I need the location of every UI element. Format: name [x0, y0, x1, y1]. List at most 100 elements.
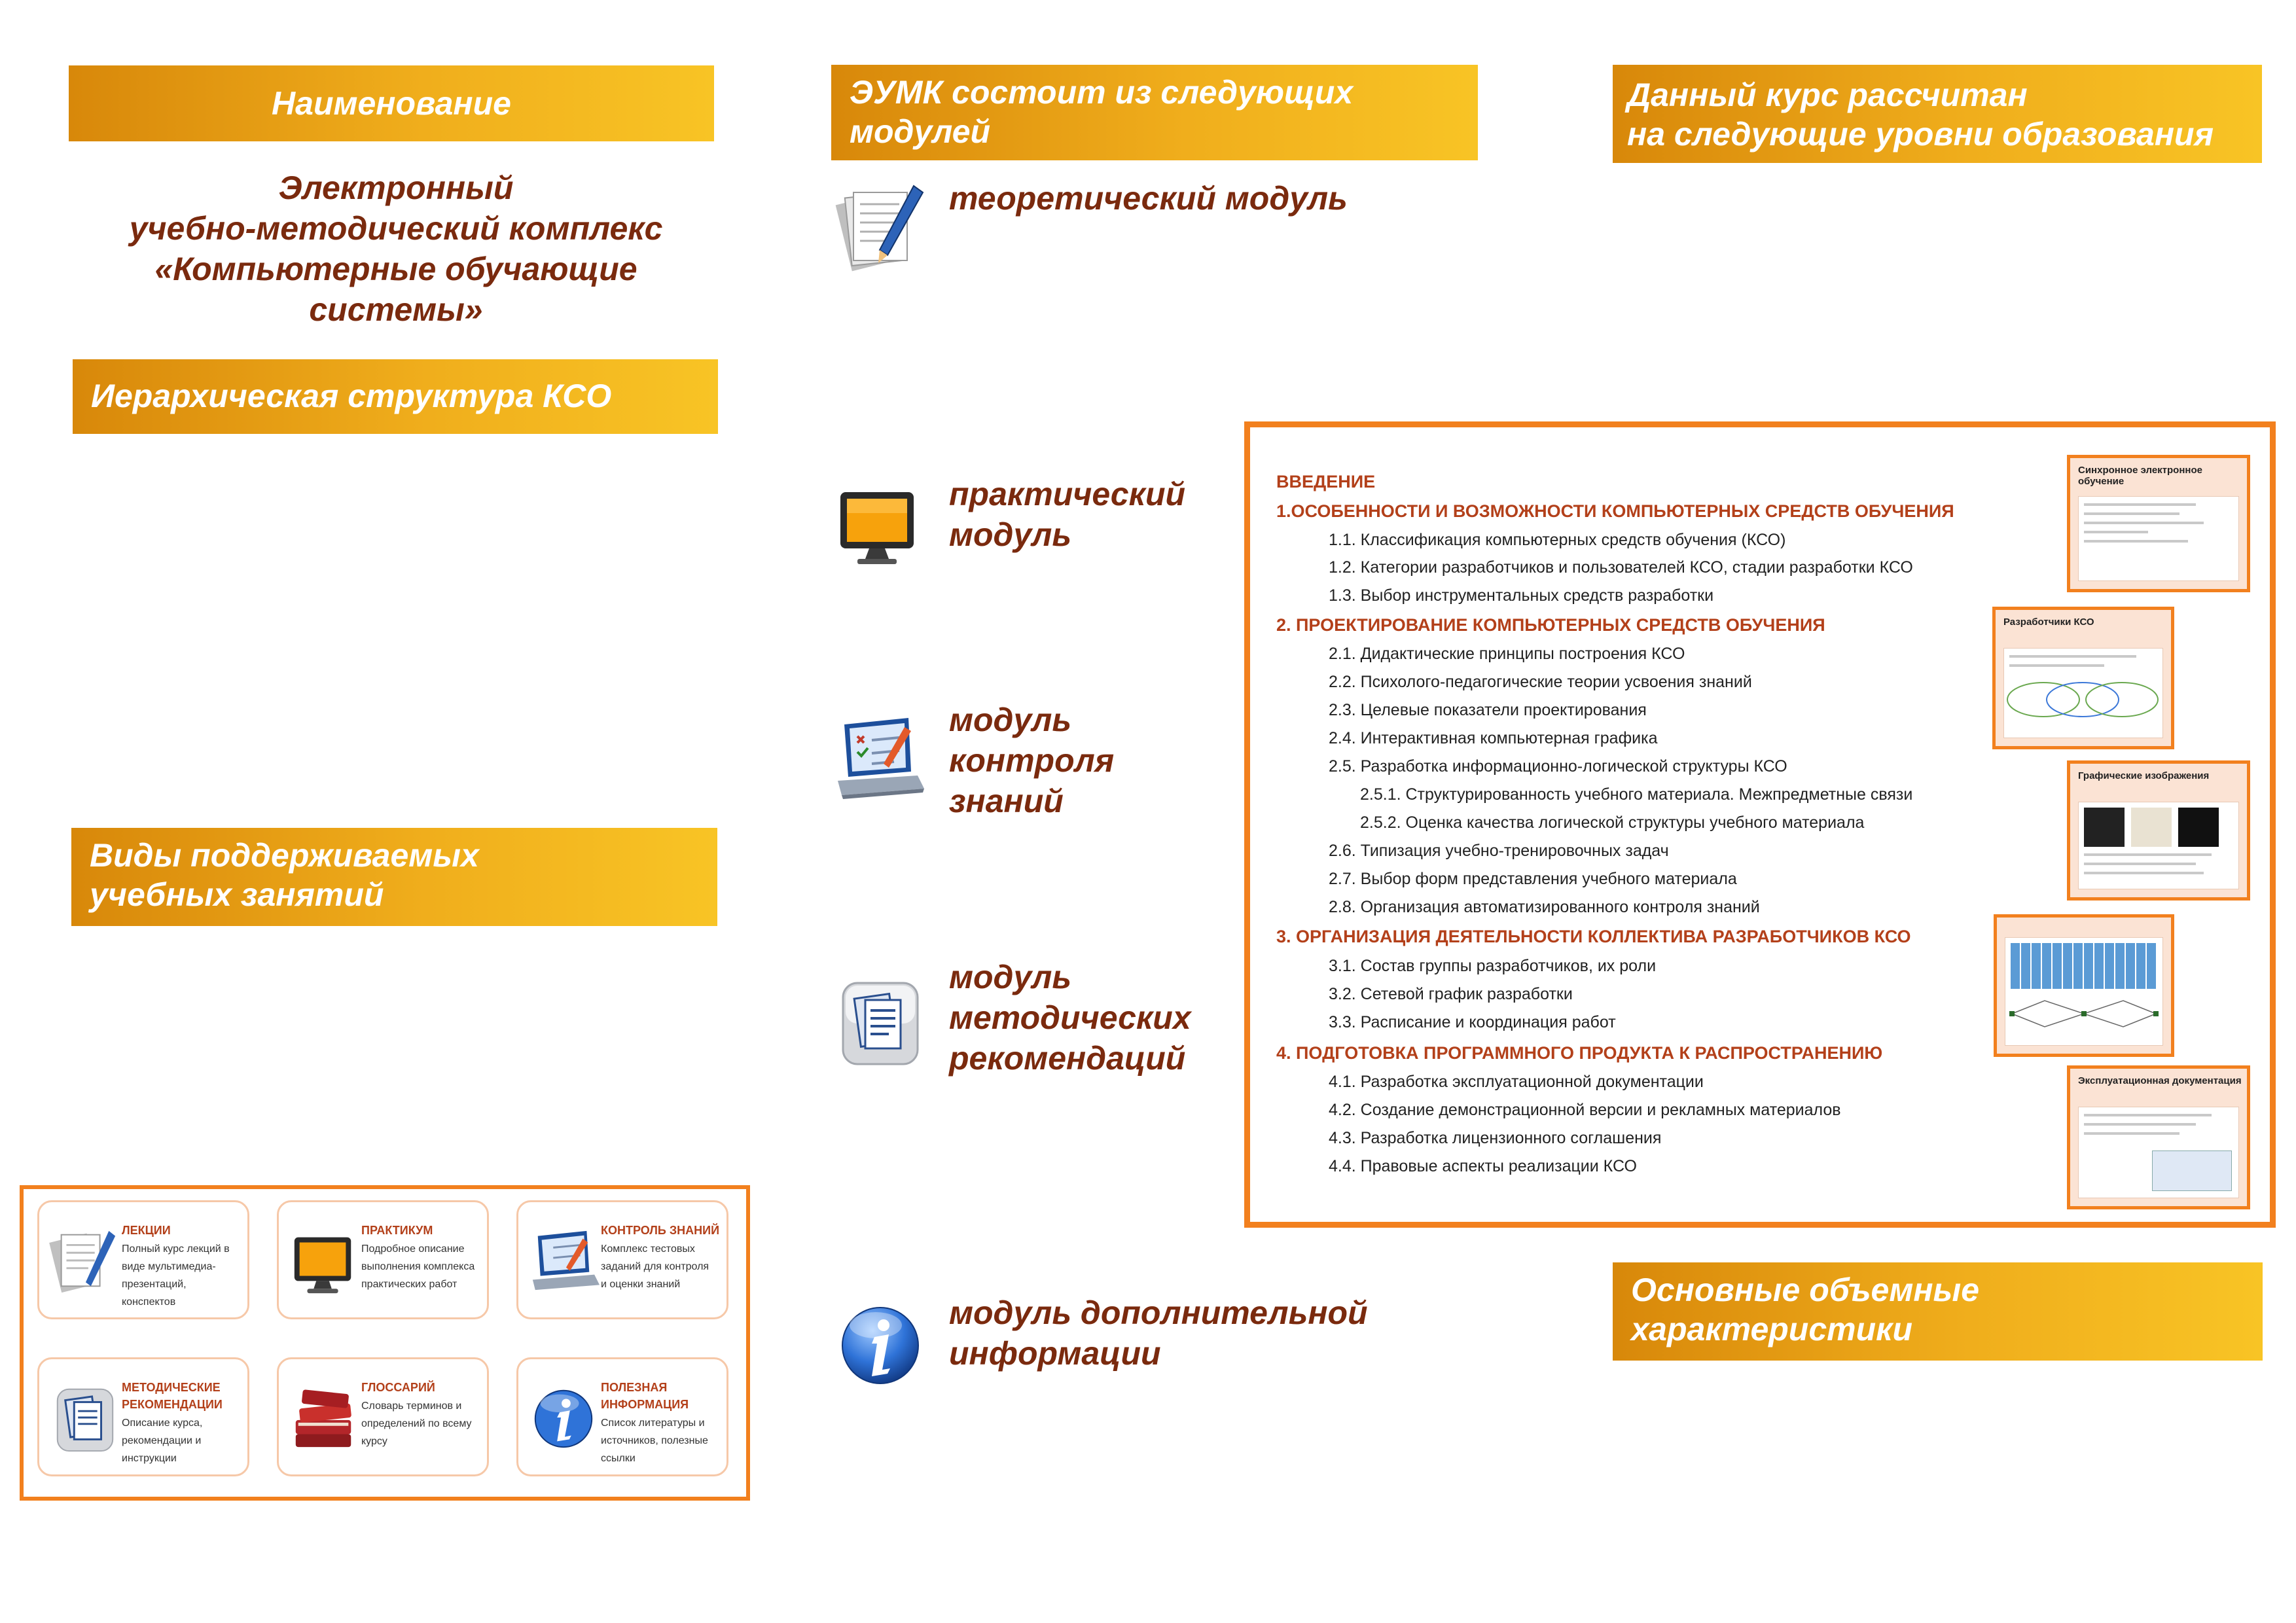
toc-item[interactable]: 2.5.1. Структурированность учебного мате… [1360, 785, 1913, 804]
laptop-test-icon [838, 718, 924, 799]
tile-description: Комплекс тестовых заданий для контроля и о… [601, 1240, 721, 1293]
tile-title: ГЛОССАРИЙ [361, 1379, 482, 1396]
thumb-slide: Разработчики КСО [1992, 607, 2174, 749]
module-label-line: практический [949, 476, 1186, 512]
module-methodical: модуль методических рекомендаций [831, 957, 1191, 1079]
header-name-text: Наименование [272, 85, 511, 122]
tile-description-line: источников, полезные [601, 1435, 708, 1446]
thumb-content [2005, 937, 2163, 1046]
toc-panel: ВВЕДЕНИЕ 1.ОСОБЕННОСТИ И ВОЗМОЖНОСТИ КОМП… [1244, 421, 2276, 1228]
toc-item[interactable]: 4.3. Разработка лицензионного соглашения [1329, 1129, 1662, 1147]
tile-description-line: и оценки знаний [601, 1279, 681, 1290]
tile-title-line: КОНТРОЛЬ ЗНАНИЙ [601, 1224, 720, 1237]
tile-description-line: Комплекс тестовых [601, 1243, 695, 1255]
thumb-title: Разработчики КСО [2003, 616, 2094, 628]
network-graph [2009, 1000, 2159, 1027]
module-label: практический модуль [949, 474, 1185, 555]
info-icon [534, 1389, 593, 1448]
module-label: теоретический модуль [949, 178, 1348, 219]
toc-item[interactable]: 1.3. Выбор инструментальных средств разр… [1329, 586, 1714, 605]
tile-description-line: заданий для контроля [601, 1261, 709, 1272]
tile-title-line: ГЛОССАРИЙ [361, 1381, 435, 1394]
module-label-line: контроля [949, 742, 1115, 779]
thumb-slide [1994, 914, 2174, 1057]
module-label-line: рекомендаций [949, 1040, 1186, 1077]
toc-item[interactable]: 4.2. Создание демонстрационной версии и … [1329, 1101, 1841, 1119]
tile-description-line: ссылки [601, 1453, 636, 1464]
header-lesson-types: Виды поддерживаемых учебных занятий [71, 828, 717, 926]
course-title-line: Электронный [278, 169, 514, 206]
header-modules-line-1: ЭУМК состоит из следующих [850, 74, 1354, 111]
toc-item[interactable]: 2.5. Разработка информационно-логической… [1329, 757, 1787, 776]
toc-item[interactable]: 3.3. Расписание и координация работ [1329, 1013, 1616, 1031]
course-title-line: учебно-методический комплекс [129, 210, 663, 247]
toc-item[interactable]: 2.2. Психолого-педагогические теории усв… [1329, 673, 1752, 691]
tile-title-line: ПРАКТИКУМ [361, 1224, 433, 1237]
thumb-content [2078, 496, 2239, 581]
toc-item[interactable]: 4.1. Разработка эксплуатационной докумен… [1329, 1073, 1704, 1091]
toc-item[interactable]: 2.3. Целевые показатели проектирования [1329, 701, 1647, 719]
header-modules-line-2: модулей [850, 113, 991, 150]
tile-description-line: выполнения комплекса [361, 1261, 475, 1272]
monitor-icon [840, 492, 914, 564]
tile-description-line: Подробное описание [361, 1243, 465, 1255]
course-title: Электронный учебно-методический комплекс… [85, 168, 707, 330]
module-label-line: модуль [949, 516, 1072, 553]
toc-section[interactable]: ВВЕДЕНИЕ [1276, 472, 1376, 491]
course-title-line: системы» [309, 291, 483, 328]
toc-item[interactable]: 2.5.2. Оценка качества логической структ… [1360, 813, 1865, 832]
toc-item[interactable]: 2.1. Дидактические принципы построения К… [1329, 645, 1685, 663]
header-volume-line-1: Основные объемные [1631, 1272, 1980, 1308]
header-hierarchy: Иерархическая структура КСО [73, 359, 718, 434]
toc-item[interactable]: 1.2. Категории разработчиков и пользоват… [1329, 558, 1913, 577]
module-label-line: модуль [949, 702, 1072, 738]
header-volume-line-2: характеристики [1631, 1311, 1913, 1347]
toc-item[interactable]: 2.4. Интерактивная компьютерная графика [1329, 729, 1658, 747]
header-modules: ЭУМК состоит из следующих модулей [831, 65, 1478, 160]
toc-item[interactable]: 2.6. Типизация учебно-тренировочных зада… [1329, 842, 1669, 860]
tile-description-line: Список литературы и [601, 1418, 705, 1429]
toc-section[interactable]: 2. ПРОЕКТИРОВАНИЕ КОМПЬЮТЕРНЫХ СРЕДСТВ О… [1276, 615, 1825, 635]
thumb-content [2078, 802, 2239, 889]
tile-description-line: презентаций, [122, 1279, 187, 1290]
lesson-tile[interactable]: ПРАКТИКУМ Подробное описание выполнения ко… [277, 1200, 489, 1319]
thumb-content [2078, 1107, 2239, 1198]
header-levels-line-1: Данный курс рассчитан [1627, 77, 2028, 113]
laptop-test-icon [532, 1230, 600, 1291]
toc-item[interactable]: 3.2. Сетевой график разработки [1329, 985, 1573, 1003]
toc-section[interactable]: 4. ПОДГОТОВКА ПРОГРАММНОГО ПРОДУКТА К РА… [1276, 1043, 1883, 1063]
toc-section[interactable]: 3. ОРГАНИЗАЦИЯ ДЕЯТЕЛЬНОСТИ КОЛЛЕКТИВА Р… [1276, 927, 1911, 946]
tile-description-line: инструкции [122, 1453, 177, 1464]
header-hierarchy-text: Иерархическая структура КСО [91, 378, 612, 414]
lesson-tile[interactable]: КОНТРОЛЬ ЗНАНИЙ Комплекс тестовых заданий … [516, 1200, 728, 1319]
module-theoretical: теоретический модуль [831, 178, 1348, 276]
module-additional-info: модуль дополнительной информации [831, 1293, 1368, 1395]
header-levels-line-2: на следующие уровни образования [1627, 116, 2214, 152]
tile-title: ЛЕКЦИИ [122, 1222, 242, 1239]
toc-item[interactable]: 1.1. Классификация компьютерных средств … [1329, 531, 1786, 549]
toc-item[interactable]: 2.7. Выбор форм представления учебного м… [1329, 870, 1737, 888]
papers-pen-icon [835, 185, 924, 272]
module-label: модуль контроля знаний [949, 700, 1114, 821]
toc-item[interactable]: 3.1. Состав группы разработчиков, их рол… [1329, 957, 1657, 975]
module-control: модуль контроля знаний [831, 700, 1114, 821]
header-lesson-types-line-2: учебных занятий [90, 876, 384, 913]
course-title-line: «Компьютерные обучающие [154, 251, 637, 287]
tile-title-line: ЛЕКЦИИ [122, 1224, 171, 1237]
toc-section[interactable]: 1.ОСОБЕННОСТИ И ВОЗМОЖНОСТИ КОМПЬЮТЕРНЫХ… [1276, 501, 1954, 521]
tile-title-line: РЕКОМЕНДАЦИИ [122, 1398, 223, 1411]
tile-title-line: ПОЛЕЗНАЯ [601, 1381, 668, 1394]
toc-item[interactable]: 2.8. Организация автоматизированного кон… [1329, 898, 1760, 916]
module-label-line: информации [949, 1335, 1161, 1372]
tile-description-line: виде мультимедиа- [122, 1261, 216, 1272]
toc-item[interactable]: 4.4. Правовые аспекты реализации КСО [1329, 1157, 1637, 1175]
